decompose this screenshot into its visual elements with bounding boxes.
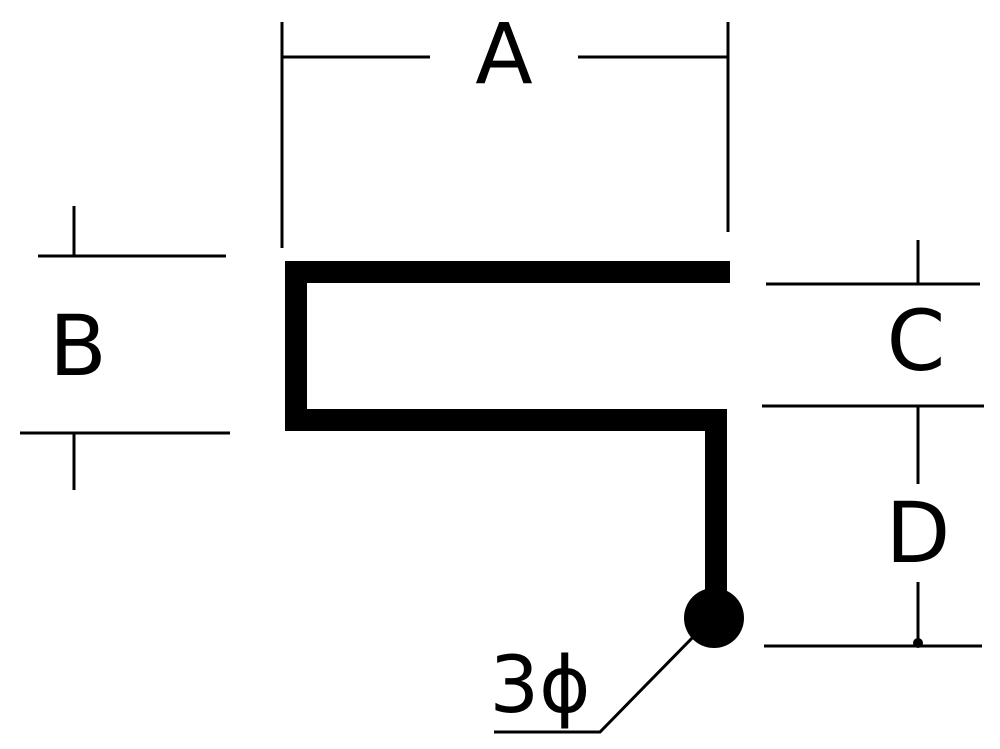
dimension-c: C [762, 240, 984, 408]
profile-outline [285, 261, 730, 606]
dimension-a-label: A [475, 5, 532, 103]
diameter-leader-line [494, 630, 700, 734]
diameter-label: 3ϕ [489, 641, 590, 731]
diameter-callout: 3ϕ [489, 630, 700, 734]
dimension-b-label: B [49, 297, 107, 395]
dimension-d-label: D [886, 484, 951, 582]
dimension-b: B [20, 206, 230, 490]
dimension-a: A [280, 5, 730, 248]
dimension-d-end-dot [913, 638, 923, 648]
dimension-c-label: C [887, 292, 946, 390]
profile-shape [285, 261, 744, 648]
dimension-d: D [764, 406, 982, 648]
